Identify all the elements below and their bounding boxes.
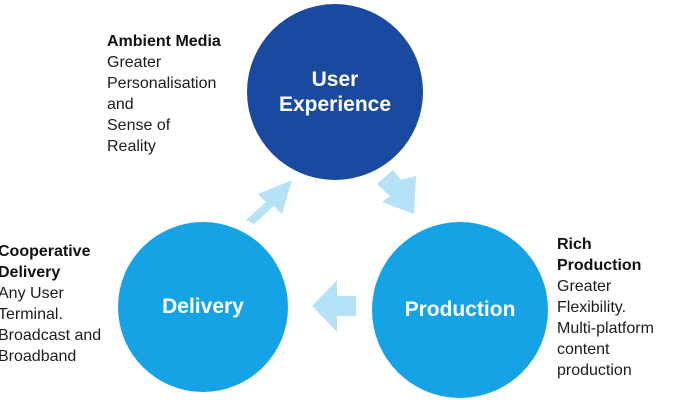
rich-production-line: Flexibility. bbox=[557, 299, 627, 316]
cooperative-delivery-heading: Delivery bbox=[0, 264, 61, 281]
production-circle: Production bbox=[372, 222, 548, 398]
ambient-media-line: Personalisation bbox=[107, 75, 217, 92]
ambient-media-line: and bbox=[107, 96, 134, 113]
ambient-media-text: Ambient Media Greater Personalisation an… bbox=[107, 31, 221, 157]
delivery-label: Delivery bbox=[162, 295, 244, 318]
cooperative-delivery-line: Terminal. bbox=[0, 306, 63, 323]
user-experience-label-line1: User bbox=[311, 68, 359, 91]
rich-production-heading: Production bbox=[557, 257, 642, 274]
delivery-circle: Delivery bbox=[118, 222, 288, 392]
rich-production-line: production bbox=[557, 362, 632, 379]
ambient-media-heading: Ambient Media bbox=[107, 33, 221, 50]
user-experience-label-line2: Experience bbox=[278, 93, 392, 116]
rich-production-heading: Rich bbox=[557, 236, 592, 253]
cooperative-delivery-text: Cooperative Delivery Any User Terminal. … bbox=[0, 241, 101, 367]
cooperative-delivery-line: Any User bbox=[0, 285, 64, 302]
rich-production-text: Rich Production Greater Flexibility. Mul… bbox=[557, 234, 654, 381]
cooperative-delivery-heading: Cooperative bbox=[0, 243, 91, 260]
rich-production-line: Multi-platform bbox=[557, 320, 654, 337]
ambient-media-line: Reality bbox=[107, 138, 156, 155]
user-experience-circle: User Experience bbox=[247, 4, 423, 180]
arrow-production-to-delivery bbox=[312, 280, 356, 332]
cooperative-delivery-line: Broadband bbox=[0, 348, 77, 365]
ambient-media-line: Sense of bbox=[107, 117, 171, 134]
cooperative-delivery-line: Broadcast and bbox=[0, 327, 102, 344]
rich-production-line: Greater bbox=[557, 278, 612, 295]
production-label: Production bbox=[404, 298, 516, 321]
rich-production-line: content bbox=[557, 341, 610, 358]
arrow-delivery-to-ux bbox=[246, 180, 292, 224]
ambient-media-line: Greater bbox=[107, 54, 162, 71]
arrow-ux-to-production bbox=[377, 170, 416, 214]
